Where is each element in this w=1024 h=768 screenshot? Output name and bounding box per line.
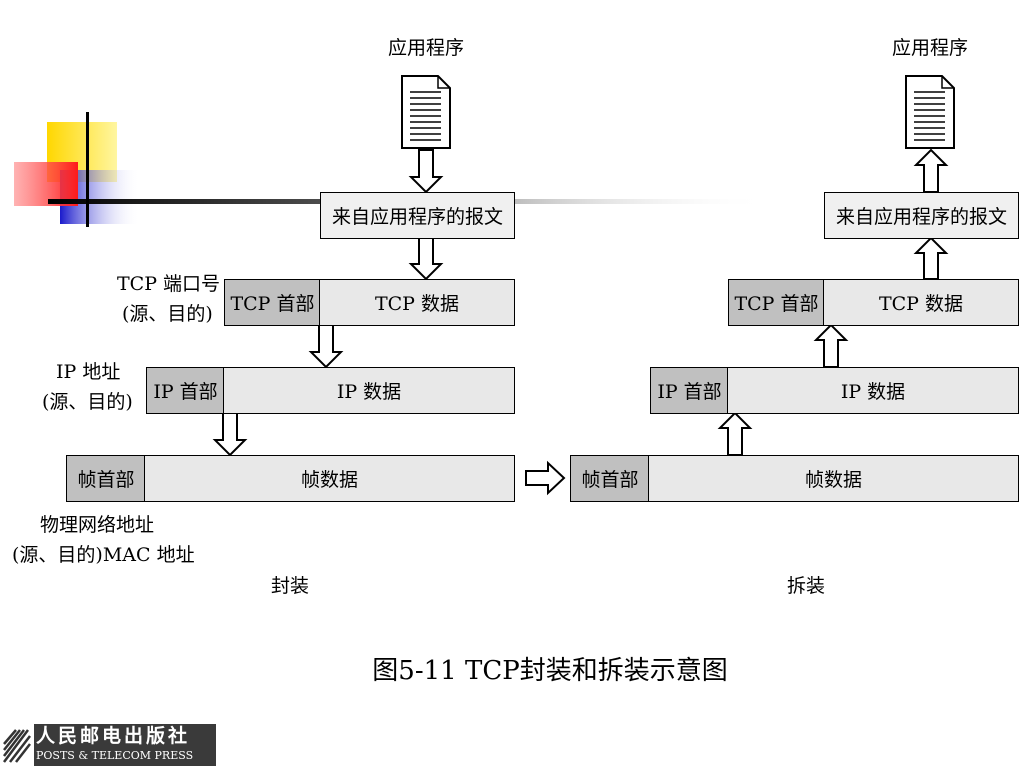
decapsulation-label: 拆装 (786, 575, 825, 597)
publisher-logo-icon (3, 729, 31, 763)
publisher-logo-text: 人民邮电出版社 POSTS & TELECOM PRESS (34, 724, 216, 766)
ip-addr-annotation-line2: (源、目的) (42, 391, 133, 413)
down-arrow-doc-to-message (408, 149, 444, 194)
left-ip-data: IP 数据 (223, 367, 515, 414)
left-app-label: 应用程序 (387, 37, 464, 59)
up-arrow-ip-to-tcp (813, 323, 849, 368)
down-arrow-tcp-to-ip (308, 324, 344, 369)
up-arrow-tcp-to-message (913, 236, 949, 280)
left-frame-header: 帧首部 (66, 455, 146, 502)
publisher-name-cn: 人民邮电出版社 (36, 725, 191, 747)
document-icon-right (905, 75, 955, 149)
down-arrow-message-to-tcp (408, 237, 444, 281)
tcp-port-annotation-line2: (源、目的) (122, 303, 213, 325)
figure-caption: 图5-11 TCP封装和拆装示意图 (372, 656, 728, 686)
encapsulation-label: 封装 (270, 575, 309, 597)
left-tcp-data: TCP 数据 (319, 279, 515, 326)
mac-annotation-line1: 物理网络地址 (40, 514, 155, 536)
document-icon-left (401, 75, 451, 149)
publisher-name-en: POSTS & TELECOM PRESS (36, 749, 194, 762)
left-frame-data: 帧数据 (144, 455, 515, 502)
right-message-box: 来自应用程序的报文 (824, 192, 1019, 239)
right-ip-header: IP 首部 (650, 367, 729, 414)
tcp-port-annotation-line1: TCP 端口号 (117, 273, 221, 295)
right-frame-data: 帧数据 (648, 455, 1019, 502)
right-app-label: 应用程序 (891, 37, 968, 59)
down-arrow-ip-to-frame (212, 411, 248, 457)
left-message-box: 来自应用程序的报文 (320, 192, 515, 239)
left-ip-header: IP 首部 (146, 367, 225, 414)
left-tcp-header: TCP 首部 (224, 279, 321, 326)
diagram-arrows (212, 75, 955, 496)
deco-vertical-line (86, 112, 89, 227)
deco-red-square (14, 162, 78, 206)
right-tcp-data: TCP 数据 (823, 279, 1019, 326)
right-tcp-header: TCP 首部 (728, 279, 825, 326)
up-arrow-message-to-doc (913, 148, 949, 193)
right-ip-data: IP 数据 (727, 367, 1019, 414)
right-frame-header: 帧首部 (570, 455, 650, 502)
ip-addr-annotation-line1: IP 地址 (56, 361, 121, 383)
up-arrow-frame-to-ip (717, 411, 753, 456)
mac-annotation-line2: (源、目的)MAC 地址 (12, 544, 195, 566)
right-arrow-transmission (525, 460, 566, 496)
